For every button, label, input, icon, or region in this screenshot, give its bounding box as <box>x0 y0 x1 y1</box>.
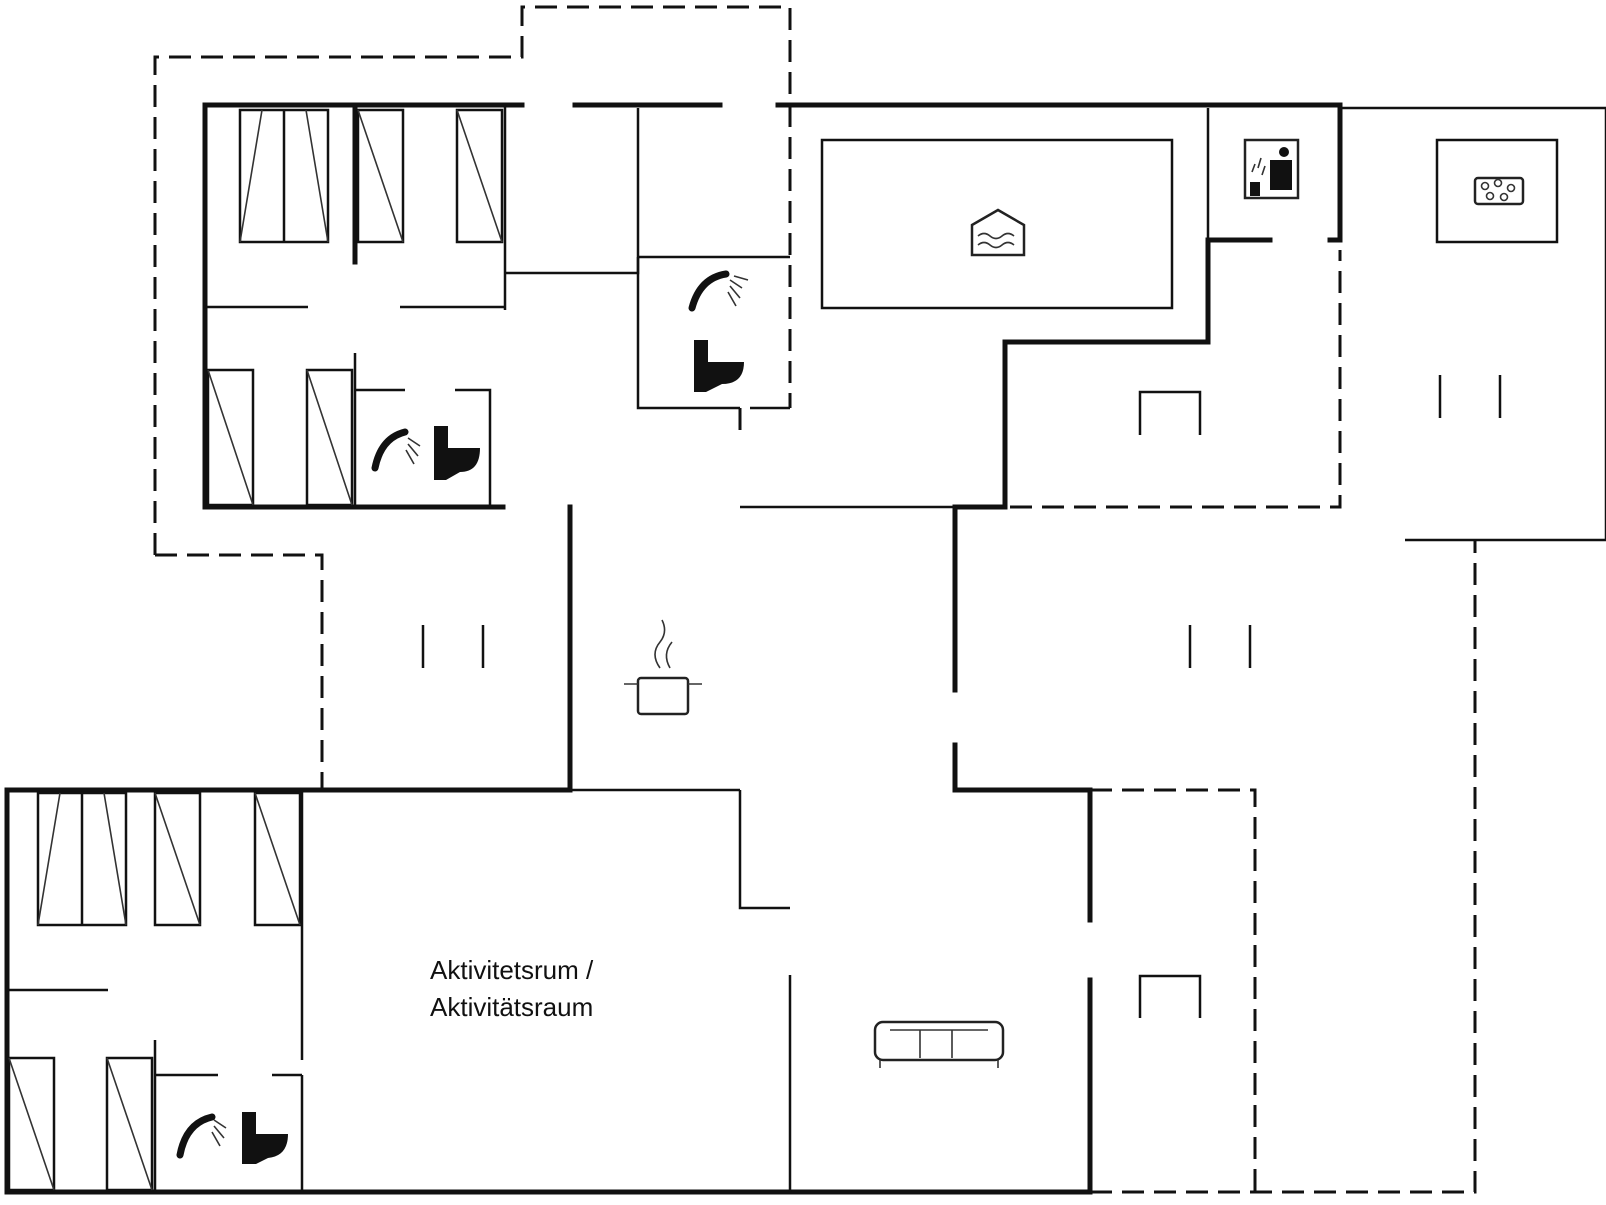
sauna-icon <box>1243 138 1300 200</box>
whirlpool-icon <box>1435 138 1559 244</box>
shower-icon <box>176 1113 227 1159</box>
bed-icon <box>305 368 354 507</box>
room-label-line1: Aktivitetsrum / <box>430 955 594 985</box>
room-label-activity-room: Aktivitetsrum / Aktivitätsraum <box>430 952 593 1026</box>
interior-walls <box>7 105 1606 1192</box>
room-label-line2: Aktivitätsraum <box>430 992 594 1022</box>
door-marks <box>421 375 1502 668</box>
bed-icon <box>206 368 255 507</box>
bed-icon <box>455 108 504 244</box>
toilet-icon <box>434 426 480 480</box>
toilet-icon <box>242 1112 288 1164</box>
bed-icon <box>356 108 405 244</box>
bed-icon <box>253 791 302 927</box>
pool-icon <box>970 208 1026 257</box>
bed-icon <box>36 791 128 927</box>
shower-icon <box>371 428 421 472</box>
table-icon <box>1138 974 1202 1018</box>
main-walls <box>4 102 1343 1195</box>
pool <box>820 138 1174 310</box>
cooking-pot-icon <box>624 619 702 716</box>
toilet-icon <box>694 340 744 392</box>
bed-icon <box>153 791 202 927</box>
sofa-icon <box>873 1020 1005 1068</box>
table-icon <box>1138 390 1202 435</box>
bed-icon <box>238 108 330 244</box>
bed-icon <box>7 1056 56 1192</box>
dashed-outlines <box>153 5 1477 1194</box>
shower-icon <box>688 270 749 312</box>
bed-icon <box>105 1056 154 1192</box>
